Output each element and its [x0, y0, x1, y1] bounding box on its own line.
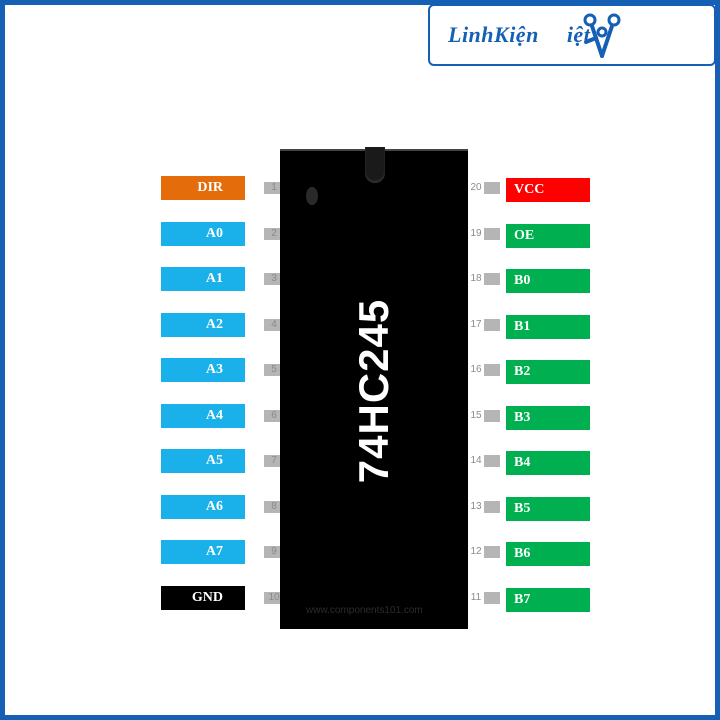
ic-chip-body: 74HC245 www.components101.com	[280, 147, 468, 629]
pin-leg	[264, 501, 280, 513]
pin-label-a5: A5	[161, 449, 245, 473]
pin-label-b7: B7	[506, 588, 590, 612]
pin-number: 5	[271, 364, 277, 375]
pin-number: 3	[271, 273, 277, 284]
pin-label-a2: A2	[161, 313, 245, 337]
pin-leg	[264, 364, 280, 376]
pin-number: 19	[470, 228, 482, 239]
pin-number: 6	[271, 410, 277, 421]
pin-label-b1: B1	[506, 315, 590, 339]
pin-number: 12	[470, 546, 482, 557]
pin-leg	[484, 546, 500, 558]
pin-number: 2	[271, 228, 277, 239]
circuit-v-icon	[583, 13, 621, 58]
pin-label-oe: OE	[506, 224, 590, 248]
brand-logo-text: LinhKiện iệt	[448, 22, 590, 48]
pin-leg	[484, 182, 500, 194]
pin-number: 17	[470, 319, 482, 330]
pin-leg	[484, 592, 500, 604]
pin-label-a4: A4	[161, 404, 245, 428]
pin-leg	[484, 319, 500, 331]
pin-label-b0: B0	[506, 269, 590, 293]
chip-part-number: 74HC245	[350, 298, 397, 484]
pin-leg	[484, 273, 500, 285]
pin-label-b4: B4	[506, 451, 590, 475]
pin-number: 20	[470, 182, 482, 193]
pin-leg	[264, 410, 280, 422]
pin-leg	[484, 410, 500, 422]
pin-label-b3: B3	[506, 406, 590, 430]
pin-leg	[484, 228, 500, 240]
pin-number: 14	[470, 455, 482, 466]
brand-logo: LinhKiện iệt	[428, 4, 716, 66]
chip-watermark: www.components101.com	[306, 605, 423, 616]
pin-number: 4	[271, 319, 277, 330]
pin-label-b5: B5	[506, 497, 590, 521]
brand-logo-text-main: LinhKiện	[448, 22, 539, 47]
pin-leg	[484, 501, 500, 513]
pin-number: 15	[470, 410, 482, 421]
pin-number: 7	[271, 455, 277, 466]
pin-leg	[484, 364, 500, 376]
pin-number: 10	[268, 592, 280, 603]
pin-label-b2: B2	[506, 360, 590, 384]
pin-label-a6: A6	[161, 495, 245, 519]
chip-notch	[365, 147, 385, 183]
pin-label-dir: DIR	[161, 176, 245, 200]
pin-leg	[264, 455, 280, 467]
pin-label-a1: A1	[161, 267, 245, 291]
pin-number: 13	[470, 501, 482, 512]
pin-leg	[264, 319, 280, 331]
pin-leg	[484, 455, 500, 467]
pin-leg	[264, 273, 280, 285]
pin-number: 18	[470, 273, 482, 284]
brand-logo-text-tail: iệt	[566, 22, 591, 47]
pin-label-a0: A0	[161, 222, 245, 246]
pin-number: 16	[470, 364, 482, 375]
pin-number: 11	[470, 592, 482, 603]
pin-number: 1	[271, 182, 277, 193]
pin1-marker-dot	[306, 187, 318, 205]
pin-label-vcc: VCC	[506, 178, 590, 202]
pin-label-gnd: GND	[161, 586, 245, 610]
pin-leg	[264, 228, 280, 240]
pin-leg	[264, 546, 280, 558]
pin-label-b6: B6	[506, 542, 590, 566]
pin-label-a7: A7	[161, 540, 245, 564]
pin-number: 9	[271, 546, 277, 557]
pin-label-a3: A3	[161, 358, 245, 382]
pin-leg	[264, 592, 280, 604]
pin-leg	[264, 182, 280, 194]
pin-number: 8	[271, 501, 277, 512]
